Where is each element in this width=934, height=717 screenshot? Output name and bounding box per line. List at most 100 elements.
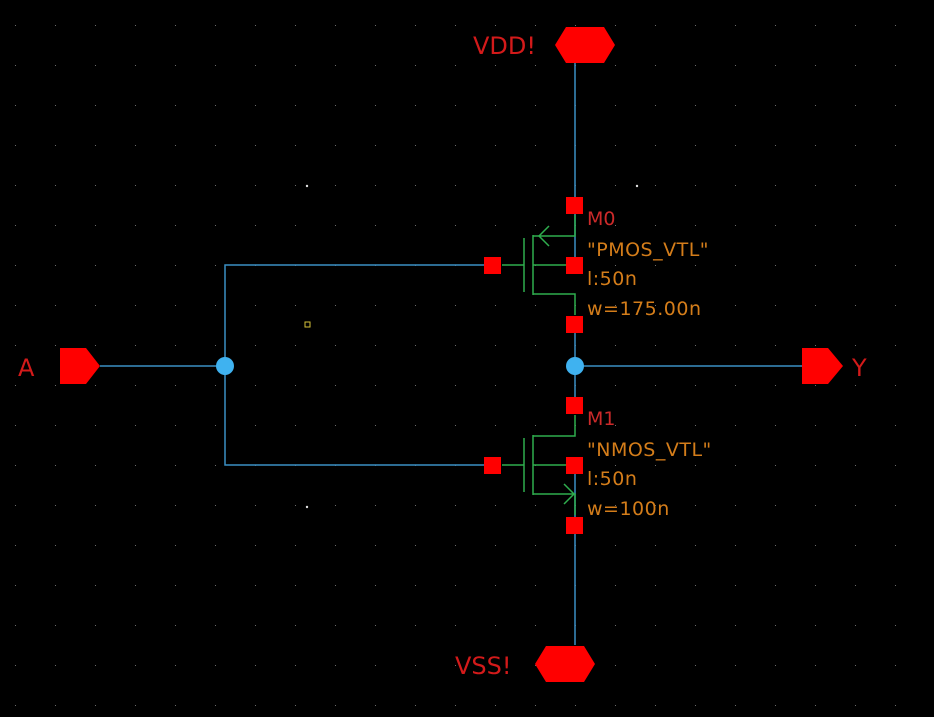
grid-dot — [535, 105, 536, 106]
grid-dot — [695, 385, 696, 386]
grid-dot — [375, 705, 376, 706]
grid-dot — [495, 25, 496, 26]
grid-dot — [255, 305, 256, 306]
pmos-gate-terminal[interactable] — [484, 257, 501, 274]
grid-dot — [295, 65, 296, 66]
grid-dot — [55, 585, 56, 586]
wire-gate-nmos[interactable] — [224, 366, 492, 466]
grid-dot — [495, 65, 496, 66]
grid-dot — [415, 625, 416, 626]
nmos-transistor-symbol[interactable] — [502, 415, 576, 515]
grid-dot — [335, 305, 336, 306]
grid-dot — [735, 265, 736, 266]
nmos-source-terminal[interactable] — [566, 517, 583, 534]
nmos-cell-name: "NMOS_VTL" — [587, 439, 712, 461]
grid-dot — [615, 585, 616, 586]
wire-gate-pmos[interactable] — [224, 264, 492, 366]
grid-dot — [375, 25, 376, 26]
grid-dot — [15, 185, 16, 186]
vdd-pin-icon[interactable] — [555, 27, 615, 63]
grid-dot — [55, 425, 56, 426]
grid-dot — [335, 625, 336, 626]
output-pin-y-icon[interactable] — [802, 348, 843, 384]
grid-dot — [215, 345, 216, 346]
nmos-bulk-terminal[interactable] — [566, 457, 583, 474]
grid-dot — [695, 585, 696, 586]
grid-dot — [415, 185, 416, 186]
output-pin-y-label: Y — [851, 354, 867, 382]
grid-dot — [455, 385, 456, 386]
grid-dot — [55, 705, 56, 706]
grid-dot — [15, 625, 16, 626]
vss-pin-icon[interactable] — [535, 646, 595, 682]
pmos-arrow-icon — [537, 225, 550, 247]
grid-dot — [615, 705, 616, 706]
grid-dot — [255, 105, 256, 106]
grid-dot — [735, 665, 736, 666]
grid-dot — [575, 705, 576, 706]
grid-dot — [775, 265, 776, 266]
pmos-source-terminal[interactable] — [566, 197, 583, 214]
grid-dot — [695, 145, 696, 146]
grid-dot — [455, 105, 456, 106]
grid-dot — [655, 225, 656, 226]
pmos-drain-terminal[interactable] — [566, 316, 583, 333]
grid-dot — [255, 25, 256, 26]
nmos-instance-name: M1 — [587, 408, 615, 430]
nmos-drain-terminal[interactable] — [566, 397, 583, 414]
grid-dot — [415, 665, 416, 666]
grid-dot — [15, 65, 16, 66]
grid-dot — [415, 345, 416, 346]
grid-dot — [655, 465, 656, 466]
grid-dot — [695, 345, 696, 346]
grid-dot — [895, 145, 896, 146]
grid-dot — [255, 425, 256, 426]
grid-dots — [15, 25, 896, 706]
grid-dot — [255, 625, 256, 626]
pmos-instance-name: M0 — [587, 208, 615, 230]
grid-dot — [695, 305, 696, 306]
grid-dot — [175, 545, 176, 546]
grid-dot — [895, 105, 896, 106]
pmos-transistor-symbol[interactable] — [502, 215, 576, 315]
grid-dot — [95, 545, 96, 546]
grid-dot — [735, 585, 736, 586]
grid-dot — [295, 225, 296, 226]
grid-dot — [375, 545, 376, 546]
grid-dot — [415, 545, 416, 546]
grid-dot — [55, 145, 56, 146]
grid-dot — [855, 425, 856, 426]
grid-dot — [215, 545, 216, 546]
junction-dot-input — [216, 357, 234, 375]
grid-dot — [895, 705, 896, 706]
grid-dot — [855, 145, 856, 146]
grid-dot — [55, 65, 56, 66]
grid-dot — [415, 425, 416, 426]
grid-dot — [295, 185, 296, 186]
grid-dot — [735, 465, 736, 466]
grid-dot — [175, 265, 176, 266]
grid-dot — [815, 665, 816, 666]
grid-dot — [695, 625, 696, 626]
nmos-width: w=100n — [587, 498, 670, 520]
grid-dot — [815, 105, 816, 106]
input-pin-a-icon[interactable] — [60, 348, 100, 384]
grid-dot — [215, 385, 216, 386]
grid-dot — [415, 145, 416, 146]
pmos-bulk-terminal[interactable] — [566, 257, 583, 274]
grid-dot — [455, 625, 456, 626]
grid-dot — [15, 305, 16, 306]
grid-dot — [175, 145, 176, 146]
grid-dot — [55, 345, 56, 346]
grid-dot — [95, 385, 96, 386]
grid-dot — [535, 65, 536, 66]
nmos-gate-terminal[interactable] — [484, 457, 501, 474]
grid-dot — [375, 625, 376, 626]
grid-dot — [175, 505, 176, 506]
grid-dot — [135, 545, 136, 546]
grid-dot — [535, 225, 536, 226]
grid-dot — [775, 145, 776, 146]
grid-dot — [55, 225, 56, 226]
